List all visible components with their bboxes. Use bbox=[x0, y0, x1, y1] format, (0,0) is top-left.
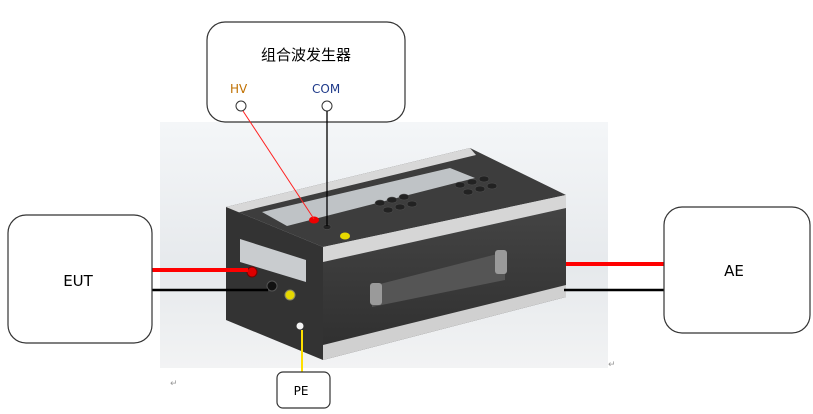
paragraph-mark: ↵ bbox=[608, 360, 616, 370]
paragraph-mark: ↵ bbox=[170, 379, 178, 389]
front-panel-label bbox=[240, 239, 306, 282]
eut-box: EUT bbox=[7, 214, 153, 344]
eut-l-terminal bbox=[246, 266, 258, 278]
eut-n-terminal bbox=[266, 280, 278, 292]
handle bbox=[370, 250, 507, 307]
device-image bbox=[160, 122, 608, 368]
ae-label: AE bbox=[724, 262, 744, 280]
ground-terminal bbox=[296, 322, 304, 330]
com-port-icon bbox=[321, 100, 333, 112]
surge-generator-box: 组合波发生器 HV COM bbox=[206, 21, 406, 123]
hv-port-icon bbox=[235, 100, 247, 112]
pe-label: PE bbox=[294, 384, 309, 398]
generator-title: 组合波发生器 bbox=[261, 46, 351, 64]
ae-box: AE bbox=[663, 206, 811, 334]
top-panel-label bbox=[262, 168, 475, 226]
hv-label: HV bbox=[230, 82, 248, 96]
eut-label: EUT bbox=[63, 272, 93, 290]
hv-top-terminal bbox=[309, 216, 319, 224]
com-label: COM bbox=[312, 82, 340, 96]
pe-front-terminal bbox=[284, 289, 296, 301]
hv-wire bbox=[242, 110, 315, 220]
pe-box: PE bbox=[276, 371, 331, 409]
pe-top-terminal bbox=[340, 232, 350, 240]
